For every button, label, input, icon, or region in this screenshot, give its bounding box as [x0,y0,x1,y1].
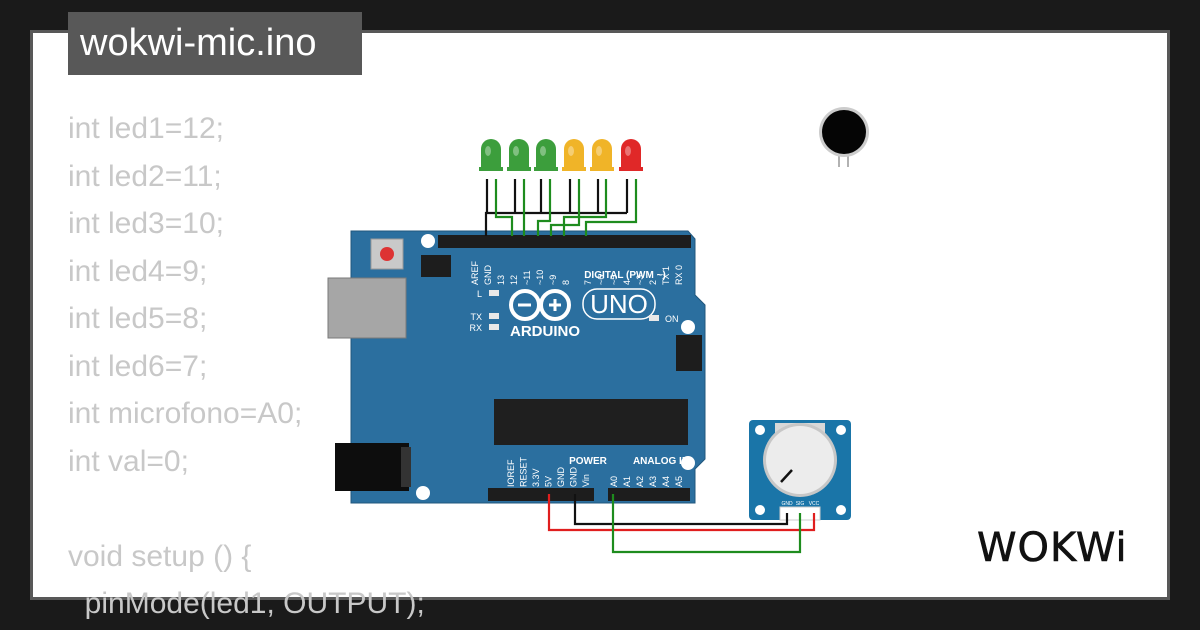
led [479,139,503,171]
pin-label: 2 [648,280,658,285]
analog-label: ANALOG IN [633,456,689,467]
pin-label: 7 [583,280,593,285]
microphone [819,107,869,167]
led [507,139,531,171]
wokwi-logo: WOKWi [977,525,1128,572]
pin-label: A1 [622,476,632,487]
pin-label: A5 [674,476,684,487]
pin-label: AREF [470,260,480,285]
pin-label: 3.3V [531,468,541,487]
pin-label: IOREF [506,459,516,487]
code-listing: int led1=12; int led2=11; int led3=10; int … [68,105,425,628]
pot-pin-label: VCC [809,501,820,507]
pin-label: 13 [496,275,506,285]
pot-pin-label: SIG [796,501,805,507]
file-title: wokwi-mic.ino [68,12,362,75]
pin-label: ~3 [635,275,645,285]
led [534,139,558,171]
pin-label: GND [569,467,579,488]
arduino-logo [509,289,571,321]
pin-label: RX 0 [674,265,684,285]
code-line: void setup () { [68,539,252,573]
led [562,139,586,171]
wokwi-logo-text: WOKWi [977,525,1128,571]
code-line: int led1=12; [68,112,224,145]
pin-label: ~5 [609,275,619,285]
code-line: int led2=11; [68,159,222,193]
pin-label: TX 1 [661,266,671,285]
pin-label: ~6 [596,275,606,285]
code-line: int microfono=A0; [68,397,303,430]
code-line: int led5=8; [68,302,208,335]
on-label: ON [665,314,679,324]
led [590,139,614,171]
arduino-uno-board: UNO ARDUINO L TX RX ON DIGITAL (PWM ~) P… [327,230,706,504]
led [619,139,643,171]
pin-label: RESET [519,456,529,487]
pin-label: 4 [622,280,632,285]
pin-label: A2 [635,476,645,487]
code-line: int led6=7; [68,349,208,383]
pin-label: 5V [544,476,554,487]
rx-label: RX [469,323,482,333]
pin-label: A0 [609,476,619,487]
board-brand-label: ARDUINO [510,323,580,340]
pin-label: 12 [509,275,519,285]
pin-label: Vin [581,474,591,487]
code-line: int led3=10; [68,207,224,240]
l-label: L [477,289,482,299]
pin-label: ~10 [535,270,545,285]
pin-label: GND [556,467,566,488]
code-line: pinMode(led1, OUTPUT); [68,587,425,620]
pot-pin-label: GND [781,501,793,507]
led-row [479,139,643,171]
pin-label: ~9 [548,275,558,285]
pin-label: ~11 [522,270,532,285]
code-line: int val=0; [68,444,189,478]
board-model-label: UNO [590,289,648,319]
pin-label: 8 [561,280,571,285]
wires [484,179,816,554]
tx-label: TX [470,312,482,322]
pin-label: A3 [648,476,658,487]
preview-card: int led1=12; int led2=11; int led3=10; int … [33,33,1167,620]
code-line: int led4=9; [68,254,208,288]
digital-label: DIGITAL (PWM ~) [584,270,666,281]
power-label: POWER [569,456,608,467]
pin-label: GND [483,265,493,286]
pin-label: A4 [661,476,671,487]
circuit-diagram: UNO ARDUINO L TX RX ON DIGITAL (PWM ~) P… [327,107,869,554]
